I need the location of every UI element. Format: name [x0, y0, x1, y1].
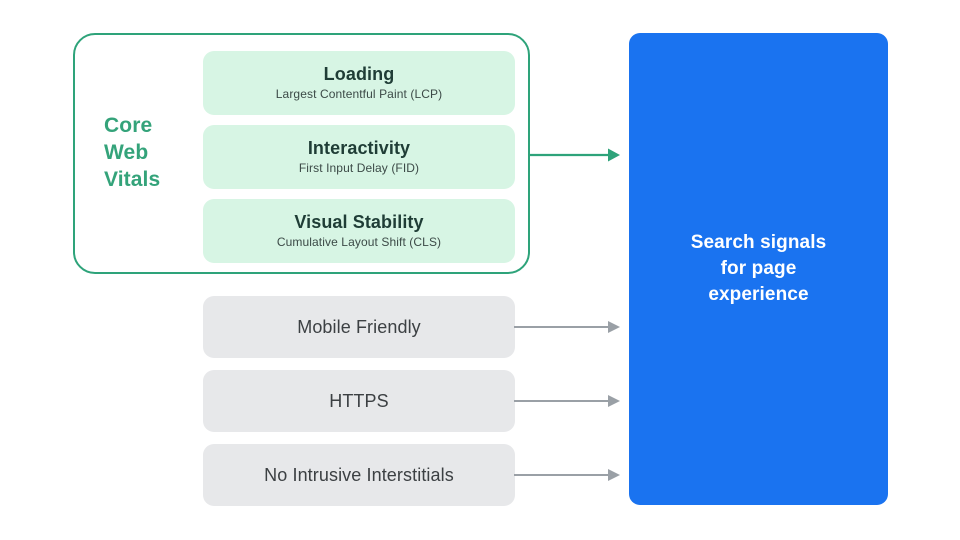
vital-card-interactivity-title: Interactivity	[307, 138, 411, 158]
signal-box-mobile-friendly-label: Mobile Friendly	[297, 317, 421, 337]
outcome-panel-text-line-1: Search signals	[690, 232, 827, 253]
outcome-panel-text-line-2: for page	[720, 258, 797, 279]
signal-box-mobile-friendly: Mobile Friendly	[203, 296, 515, 358]
vital-card-loading: Loading Largest Contentful Paint (LCP)	[203, 51, 515, 115]
vital-card-visual-stability-title: Visual Stability	[294, 212, 424, 232]
vital-card-visual-stability-subtitle: Cumulative Layout Shift (CLS)	[276, 235, 442, 249]
vital-card-loading-title: Loading	[323, 64, 395, 84]
core-web-vitals-container	[73, 33, 530, 274]
arrow-no-intrusive-interstitials-to-outcome	[514, 469, 620, 481]
core-web-vitals-label-line-3: Vitals	[104, 168, 161, 191]
arrow-https-to-outcome	[514, 395, 620, 407]
outcome-panel-text: Search signals for page experience	[673, 230, 845, 308]
vital-card-visual-stability: Visual Stability Cumulative Layout Shift…	[203, 199, 515, 263]
signal-box-https-label: HTTPS	[329, 391, 389, 411]
vital-card-interactivity-subtitle: First Input Delay (FID)	[298, 161, 420, 175]
core-web-vitals-label-line-1: Core	[104, 114, 153, 137]
vital-card-loading-subtitle: Largest Contentful Paint (LCP)	[275, 87, 443, 101]
core-web-vitals-label-line-2: Web	[104, 141, 149, 164]
arrow-core-web-vitals-to-outcome	[529, 148, 620, 162]
core-web-vitals-label: Core Web Vitals	[104, 112, 196, 193]
outcome-panel-search-signals: Search signals for page experience	[629, 33, 888, 505]
signal-box-no-intrusive-interstitials: No Intrusive Interstitials	[203, 444, 515, 506]
outcome-panel-text-line-3: experience	[708, 284, 809, 305]
vital-card-interactivity: Interactivity First Input Delay (FID)	[203, 125, 515, 189]
signal-box-https: HTTPS	[203, 370, 515, 432]
signal-box-no-intrusive-interstitials-label: No Intrusive Interstitials	[264, 465, 454, 485]
arrow-mobile-friendly-to-outcome	[514, 321, 620, 333]
